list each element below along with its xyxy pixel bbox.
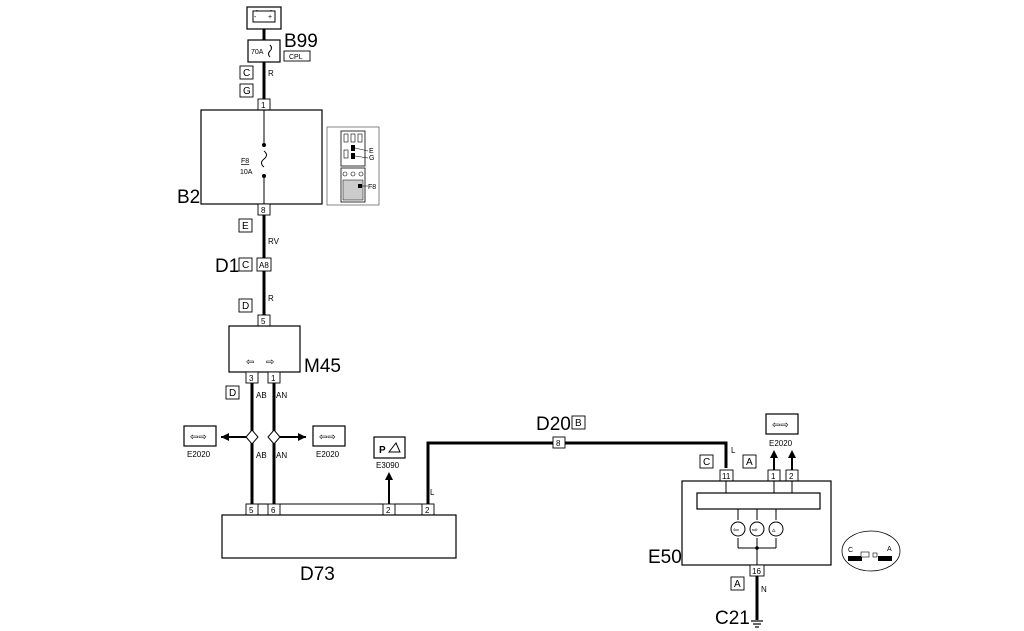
right-arrow-icon: ⇨ bbox=[752, 527, 758, 534]
d73-label: D73 bbox=[300, 564, 335, 585]
e2020-mid-ref: ⇦⇨ E2020 bbox=[312, 425, 346, 459]
left-arrow-icon: ⇦ bbox=[246, 357, 254, 368]
pin-label: 8 bbox=[261, 206, 266, 215]
m45-label: M45 bbox=[304, 356, 341, 377]
m45-hazard-switch: 5 ⇦ ⇨ 3 1 M45 bbox=[228, 314, 341, 384]
b99-fuse-block: 70A B99 CPL bbox=[247, 31, 318, 63]
conn-view-label: C bbox=[848, 547, 853, 554]
pin-label: 5 bbox=[249, 506, 254, 515]
turn-indicator-icon: ⇦⇨ bbox=[772, 420, 789, 431]
conn-code-d: D bbox=[229, 388, 236, 399]
wire-color-ab: AB bbox=[256, 451, 267, 460]
ref-label: E2020 bbox=[187, 450, 211, 459]
pin-label: 8 bbox=[556, 439, 561, 448]
conn-code-e: E bbox=[242, 221, 249, 232]
b2-fuse-id: F8 bbox=[241, 158, 249, 165]
conn-code-g: G bbox=[243, 86, 251, 97]
pin-label: 2 bbox=[386, 506, 391, 515]
pin-label: 3 bbox=[249, 374, 254, 383]
pin-label: 2 bbox=[425, 506, 430, 515]
d1-label: D1 bbox=[215, 256, 239, 277]
wire-color-l: L bbox=[731, 446, 736, 455]
pin-label: 1 bbox=[261, 101, 266, 110]
turn-indicator-icon: ⇦⇨ bbox=[190, 432, 207, 443]
e3090-ref: P E3090 bbox=[373, 436, 406, 470]
conn-code-c: C bbox=[703, 457, 710, 468]
turn-indicator-icon: ⇦⇨ bbox=[319, 432, 336, 443]
pin-label: 2 bbox=[789, 472, 794, 481]
battery-icon: - + bbox=[246, 6, 282, 30]
pin-label: 11 bbox=[722, 472, 731, 481]
parking-icon: P bbox=[379, 445, 386, 456]
d1-connector: D1 C A8 bbox=[215, 256, 272, 277]
splice-left bbox=[221, 429, 259, 445]
d73-module: 5 6 2 2 D73 bbox=[221, 503, 457, 585]
wire-color-r: R bbox=[268, 294, 274, 303]
warning-lamp-icon bbox=[730, 521, 746, 537]
c21-label: C21 bbox=[715, 608, 750, 629]
splice-right bbox=[267, 429, 306, 445]
connector-view: C A bbox=[841, 530, 901, 572]
pin-label: 5 bbox=[261, 317, 266, 326]
inset-label: G bbox=[369, 155, 374, 162]
inset-label: F8 bbox=[368, 184, 376, 191]
b99-label: B99 bbox=[284, 31, 318, 52]
ref-label: E2020 bbox=[769, 439, 793, 448]
wire-color-rv: RV bbox=[268, 237, 280, 246]
wire-color-an: AN bbox=[276, 451, 287, 460]
warning-lamp-icon bbox=[749, 521, 765, 537]
right-arrow-icon: ⇨ bbox=[266, 357, 274, 368]
conn-code: C bbox=[242, 260, 249, 271]
wire-color-n: N bbox=[761, 585, 767, 594]
conn-code-a: A bbox=[746, 457, 753, 468]
ground-icon bbox=[751, 620, 763, 628]
ref-label: E2020 bbox=[316, 450, 340, 459]
pin-label: 16 bbox=[752, 567, 761, 576]
hazard-icon: ▵ bbox=[772, 527, 776, 534]
wire-color-r: R bbox=[268, 69, 274, 78]
b2-fuse-rating: 10A bbox=[240, 169, 253, 176]
e2020-right-ref: ⇦⇨ E2020 bbox=[765, 413, 799, 448]
pin-label: 1 bbox=[271, 374, 276, 383]
wire-color-an: AN bbox=[276, 391, 287, 400]
conn-code: B bbox=[575, 418, 582, 429]
b2-location-inset: E G F8 bbox=[326, 126, 380, 206]
conn-code-c: C bbox=[243, 68, 250, 79]
b2-label: B2 bbox=[177, 187, 200, 208]
pin-label: 6 bbox=[271, 506, 276, 515]
conn-view-label: A bbox=[887, 546, 892, 553]
conn-code-a: A bbox=[734, 579, 741, 590]
left-arrow-icon: ⇦ bbox=[733, 527, 739, 534]
e50-label: E50 bbox=[648, 547, 682, 568]
d20-connector: D20 B 8 bbox=[536, 414, 586, 449]
b2-fuse-box: 1 F8 10A 8 B2 bbox=[177, 98, 323, 216]
svg-text:-: - bbox=[254, 14, 257, 21]
ref-label: E3090 bbox=[376, 461, 400, 470]
inset-label: E bbox=[369, 148, 374, 155]
conn-code-d: D bbox=[242, 301, 249, 312]
wire-color-l: L bbox=[430, 488, 435, 497]
pin-label: A8 bbox=[259, 261, 269, 270]
e50-cluster: 11 1 2 ⇦ ⇨ ▵ 16 E50 bbox=[648, 469, 832, 577]
b99-tag: CPL bbox=[289, 54, 303, 61]
d20-label: D20 bbox=[536, 414, 571, 435]
b99-fuse-rating: 70A bbox=[251, 49, 264, 56]
warning-lamp-icon bbox=[768, 521, 784, 537]
e2020-left-ref: ⇦⇨ E2020 bbox=[183, 425, 217, 459]
svg-text:+: + bbox=[268, 14, 272, 21]
wire-color-ab: AB bbox=[256, 391, 267, 400]
pin-label: 1 bbox=[771, 472, 776, 481]
